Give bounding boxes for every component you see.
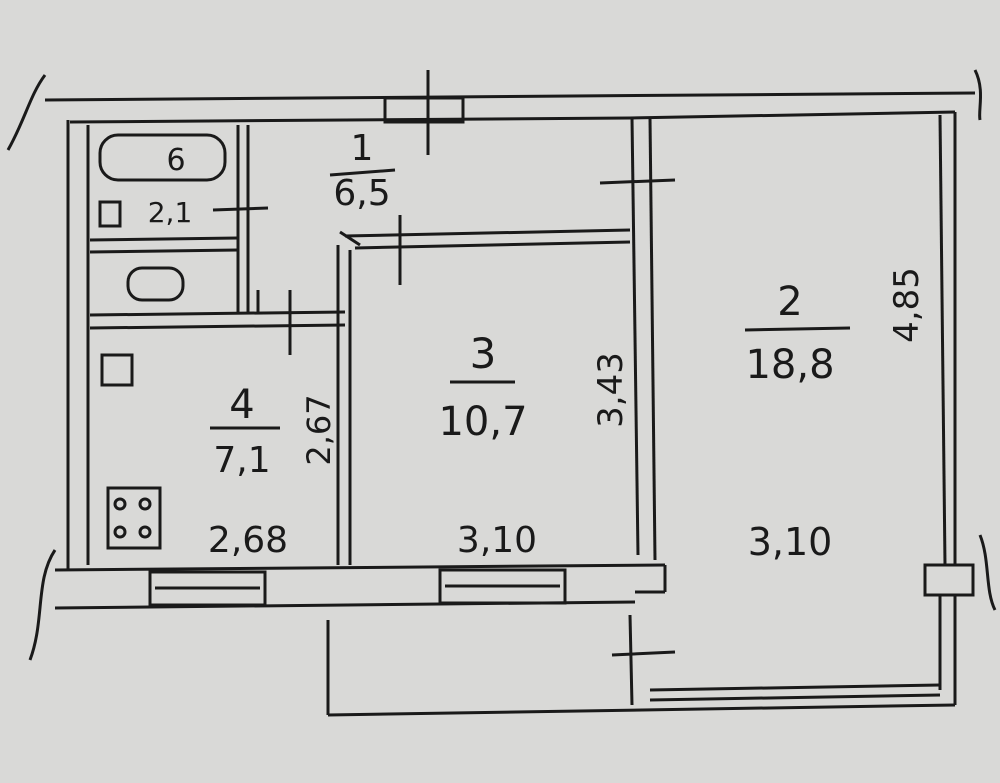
room-1-number: 1 — [351, 128, 374, 169]
room3-depth-dim: 3,43 — [591, 352, 631, 428]
fraction-lines — [210, 168, 851, 430]
room2-width-dim: 3,10 — [748, 520, 833, 564]
room-1-area: 6,5 — [333, 173, 390, 214]
outer-walls — [44, 91, 976, 717]
room-3-number: 3 — [470, 329, 497, 378]
fixtures — [98, 133, 227, 550]
windows — [148, 96, 567, 607]
room-2-area: 18,8 — [745, 342, 834, 388]
door-ticks — [212, 70, 676, 657]
inner-walls — [89, 117, 657, 565]
kitchen-width-dim: 2,68 — [208, 520, 288, 561]
room2-depth-dim: 4,85 — [887, 267, 927, 343]
kitchen-depth-dim: 2,67 — [300, 394, 338, 465]
room3-window — [438, 568, 567, 605]
stove-icon — [106, 486, 162, 550]
room-2-number: 2 — [777, 279, 802, 325]
room-4-number: 4 — [229, 382, 254, 428]
toilet-icon — [126, 266, 185, 302]
kitchen-sink-icon — [100, 353, 134, 387]
kitchen-window — [148, 570, 267, 607]
break-marks — [6, 69, 997, 661]
bath-area: 2,1 — [148, 196, 193, 229]
bath-number: 6 — [166, 143, 185, 178]
hall-top-window — [383, 96, 465, 124]
sink-icon — [98, 200, 122, 228]
room3-width-dim: 3,10 — [457, 520, 537, 561]
bathtub-icon — [98, 133, 227, 182]
room-3-area: 10,7 — [438, 399, 527, 445]
room-4-area: 7,1 — [213, 440, 270, 481]
